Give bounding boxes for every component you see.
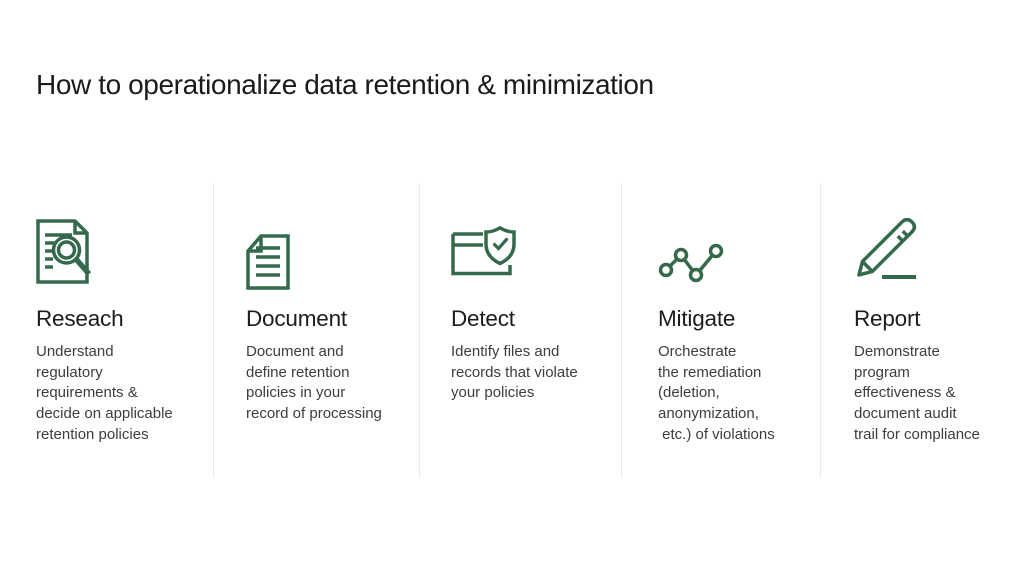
step-icon-slot [658, 183, 804, 290]
pencil-line-icon [857, 218, 917, 279]
step-title: Reseach [36, 306, 124, 331]
step-column-research: Reseach Understand regulatory requiremen… [36, 183, 213, 478]
steps-row: Reseach Understand regulatory requiremen… [36, 183, 1000, 478]
step-icon-slot [36, 183, 197, 290]
step-title: Document [246, 306, 347, 331]
document-lines-icon [246, 234, 290, 290]
step-column-mitigate: Mitigate Orchestrate the remediation (de… [621, 183, 820, 478]
step-description: Understand regulatory requirements & dec… [36, 343, 173, 443]
step-icon-slot [451, 183, 605, 290]
step-description: Identify files and records that violate … [451, 343, 578, 402]
step-column-detect: Detect Identify files and records that v… [419, 183, 621, 478]
page-title: How to operationalize data retention & m… [36, 68, 654, 100]
folder-shield-check-icon [451, 226, 516, 276]
step-description: Demonstrate program effectiveness & docu… [854, 343, 980, 443]
line-chart-nodes-icon [658, 243, 724, 283]
step-description: Document and define retention policies i… [246, 343, 382, 423]
step-title: Mitigate [658, 306, 736, 331]
step-icon-slot [246, 183, 403, 290]
step-column-document: Document Document and define retention p… [213, 183, 419, 478]
step-title: Report [854, 306, 921, 331]
step-column-report: Report Demonstrate program effectiveness… [820, 183, 1000, 478]
step-description: Orchestrate the remediation (deletion, a… [658, 343, 775, 443]
step-icon-slot [854, 183, 984, 290]
step-title: Detect [451, 306, 515, 331]
document-magnifier-icon [36, 219, 92, 284]
